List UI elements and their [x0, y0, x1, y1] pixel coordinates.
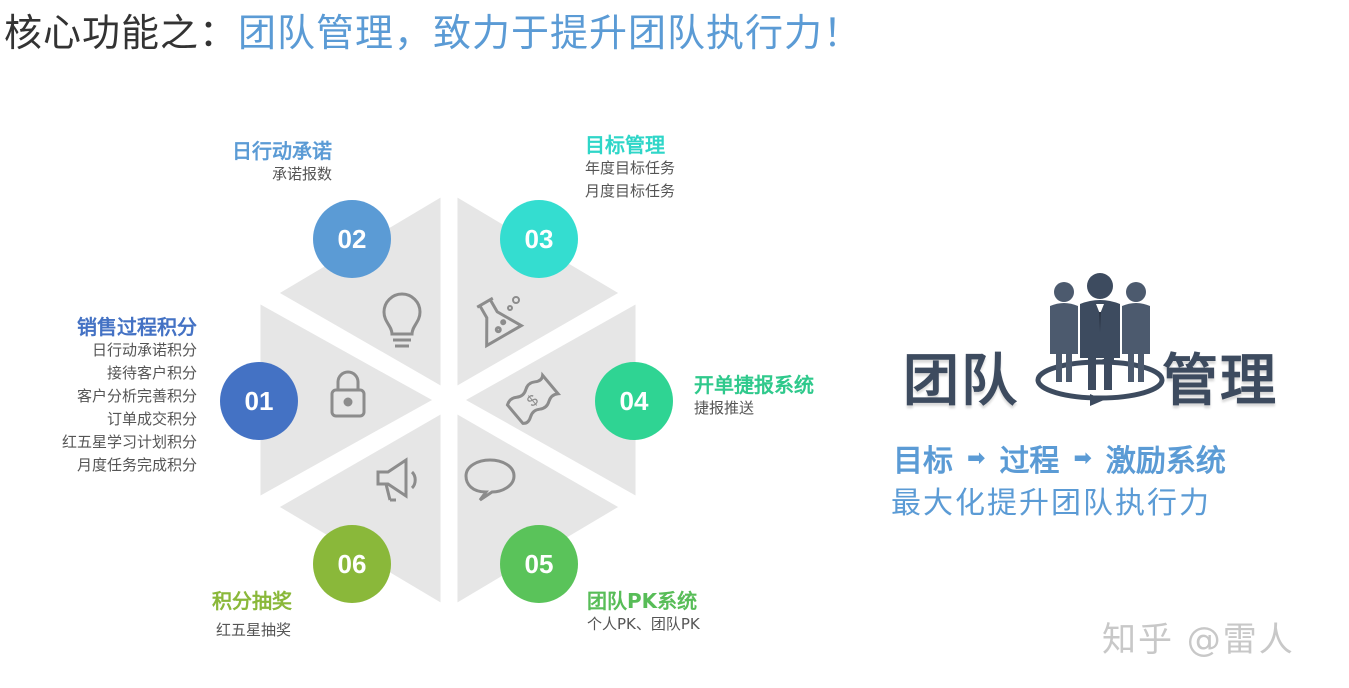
- segment-02-item: 承诺报数: [271, 165, 332, 183]
- segment-01-item: 接待客户积分: [106, 364, 197, 382]
- flow-step: 过程: [999, 444, 1060, 479]
- arrow-right-icon: ➡: [1073, 445, 1092, 471]
- segment-01-item: 红五星学习计划积分: [61, 433, 197, 451]
- team-flow: 目标 ➡ 过程 ➡ 激励系统: [893, 436, 1226, 480]
- lightbulb-icon: [382, 292, 422, 348]
- arrow-right-icon: ➡: [967, 445, 986, 471]
- team-people-icon: [1035, 273, 1165, 406]
- segment-04-text: 开单捷报系统 捷报推送: [694, 373, 814, 420]
- hexagon-diagram: $: [257, 193, 639, 607]
- flow-step: 目标: [893, 444, 953, 479]
- segment-05-text: 团队PK系统 个人PK、团队PK: [587, 589, 700, 636]
- team-right-word: 管理: [1162, 349, 1278, 414]
- flask-icon: [476, 296, 525, 349]
- badge-01: 01: [220, 362, 298, 440]
- badge-05: 05: [500, 525, 578, 603]
- segment-04-item: 捷报推送: [694, 399, 755, 417]
- segment-01-item: 日行动承诺积分: [91, 341, 197, 359]
- segment-05-title: 团队PK系统: [587, 589, 698, 613]
- segment-06-text: 积分抽奖 红五星抽奖: [212, 589, 292, 642]
- lock-icon: [330, 370, 366, 418]
- segment-01-item: 订单成交积分: [106, 410, 197, 428]
- chat-bubble-icon: [464, 458, 516, 502]
- segment-05-item: 个人PK、团队PK: [587, 615, 700, 633]
- segment-06-item: 红五星抽奖: [216, 621, 292, 639]
- team-tagline: 最大化提升团队执行力: [891, 486, 1211, 521]
- flow-step: 激励系统: [1105, 444, 1226, 479]
- megaphone-icon: [376, 457, 417, 502]
- page-title: 核心功能之：团队管理，致力于提升团队执行力！: [4, 8, 862, 58]
- segment-01-title: 销售过程积分: [77, 315, 197, 339]
- badge-06: 06: [313, 525, 391, 603]
- segment-03-item: 年度目标任务: [585, 159, 676, 177]
- segment-06-title: 积分抽奖: [212, 589, 292, 613]
- segment-03-text: 目标管理 年度目标任务 月度目标任务: [585, 133, 675, 203]
- segment-03-item: 月度目标任务: [585, 182, 676, 200]
- watermark: 知乎 @雷人: [1102, 620, 1295, 660]
- segment-02-title: 日行动承诺: [232, 139, 332, 163]
- page-title-rest: 团队管理，致力于提升团队执行力！: [238, 11, 863, 55]
- segment-02-text: 日行动承诺 承诺报数: [232, 139, 332, 186]
- segment-04-title: 开单捷报系统: [694, 373, 814, 397]
- segment-01-item: 客户分析完善积分: [76, 387, 197, 405]
- badge-02: 02: [313, 200, 391, 278]
- page-title-lead: 核心功能之：: [4, 11, 239, 55]
- segment-01-text: 销售过程积分 日行动承诺积分 接待客户积分 客户分析完善积分 订单成交积分 红五…: [62, 315, 197, 477]
- segment-03-title: 目标管理: [585, 133, 665, 157]
- badge-03: 03: [500, 200, 578, 278]
- badge-04: 04: [595, 362, 673, 440]
- segment-01-item: 月度任务完成积分: [76, 456, 197, 474]
- team-left-word: 团队: [903, 349, 1019, 414]
